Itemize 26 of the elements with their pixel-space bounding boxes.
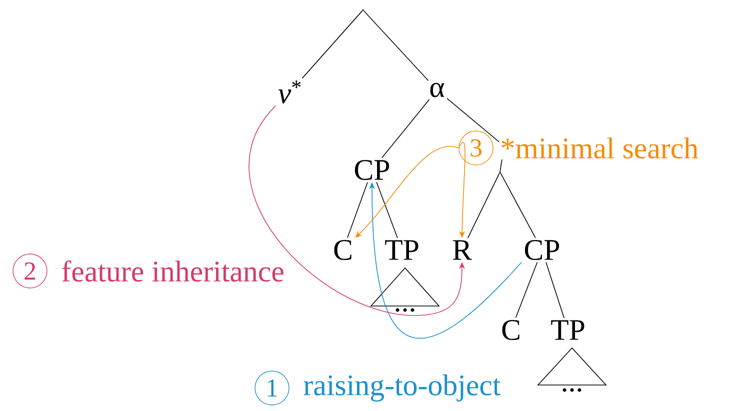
- circled-number: 2: [12, 254, 48, 288]
- tree-branch: [302, 10, 363, 79]
- tree-label: α: [430, 82, 444, 98]
- edge-label: raising-to-object: [302, 373, 502, 403]
- node-label: ...: [562, 388, 582, 392]
- edge-label: feature inheritance: [60, 259, 286, 283]
- tree-label: CP: [524, 240, 560, 260]
- node-label: ...: [396, 308, 414, 312]
- tree-branch: [363, 10, 429, 81]
- tree-branch: [515, 262, 538, 318]
- tree-branch: [382, 99, 430, 158]
- tree-branch: [467, 172, 500, 238]
- tree-branch: [500, 172, 536, 238]
- tree-label: C: [502, 320, 520, 340]
- tree-label: R: [452, 240, 472, 260]
- tree-label: C: [334, 240, 352, 260]
- annotation-text: *minimal search: [499, 136, 700, 160]
- circled-number: 3: [458, 130, 494, 166]
- tree-label: v$^{*}$: [278, 80, 301, 104]
- tree-label: CP: [354, 160, 390, 180]
- tree-label: TP: [551, 320, 584, 340]
- circled-number: 1: [254, 370, 290, 406]
- tree-branch: [347, 182, 368, 238]
- tree-label: TP: [385, 240, 418, 260]
- tree-branch: [376, 182, 398, 238]
- tree-branch: [546, 262, 564, 318]
